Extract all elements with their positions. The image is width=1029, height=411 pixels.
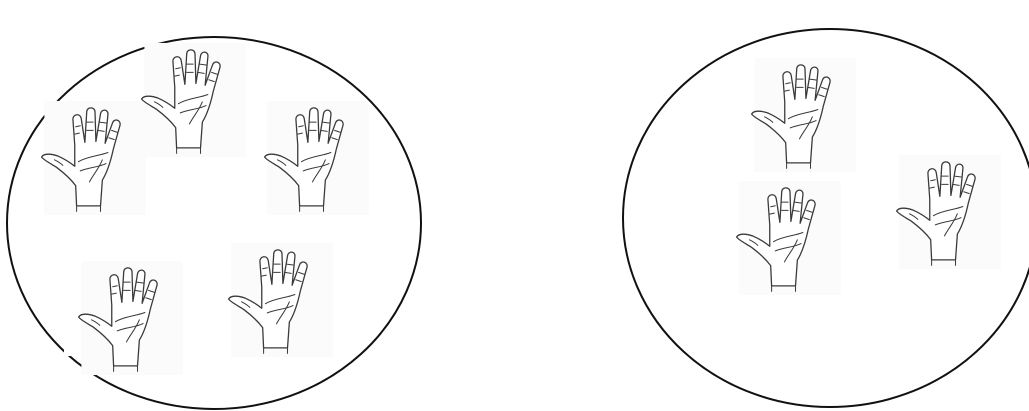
left-group <box>7 37 421 409</box>
right-group <box>623 29 1029 407</box>
open-hand-icon <box>265 101 369 215</box>
open-hand-icon <box>42 101 146 215</box>
open-hand-icon <box>229 243 333 357</box>
left-circle-gap-top <box>28 86 40 100</box>
open-hand-icon <box>752 58 856 172</box>
open-hand-icon <box>79 261 183 375</box>
left-circle-gap-bottom <box>64 342 76 356</box>
open-hand-icon <box>142 43 246 157</box>
open-hand-icon <box>737 181 841 295</box>
open-hand-icon <box>897 155 1001 269</box>
